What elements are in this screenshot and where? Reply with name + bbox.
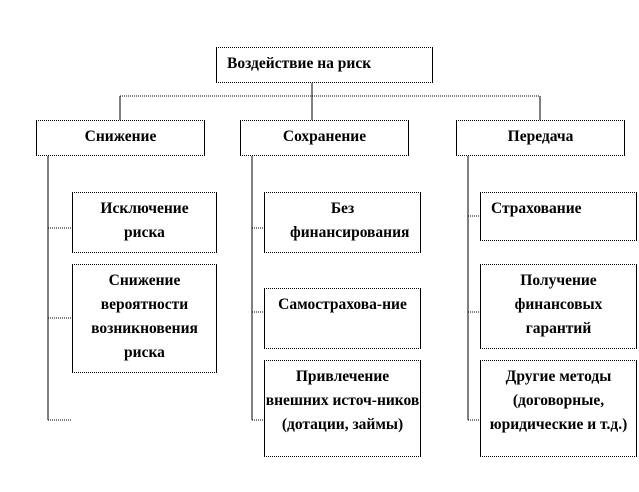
- node-probability-reduction: Снижение вероятности возникновения риска: [72, 264, 217, 373]
- node-external-sources: Привлечение внешних источ-ников (дотации…: [264, 360, 421, 457]
- node-self-insurance: Самострахова-ние: [264, 288, 421, 349]
- node-risk-elimination: Исключение риска: [72, 192, 217, 253]
- node-other-methods: Другие методы (договорные, юридические и…: [480, 360, 637, 457]
- root-node: Воздействие на риск: [216, 47, 433, 83]
- node-financial-guarantees: Получение финансовых гарантий: [480, 264, 637, 349]
- node-insurance: Страхование: [480, 192, 637, 241]
- node-no-financing: Без финансирования: [264, 192, 421, 253]
- branch-reduction: Снижение: [36, 120, 205, 156]
- branch-retention: Сохранение: [240, 120, 409, 156]
- branch-transfer: Передача: [456, 120, 625, 156]
